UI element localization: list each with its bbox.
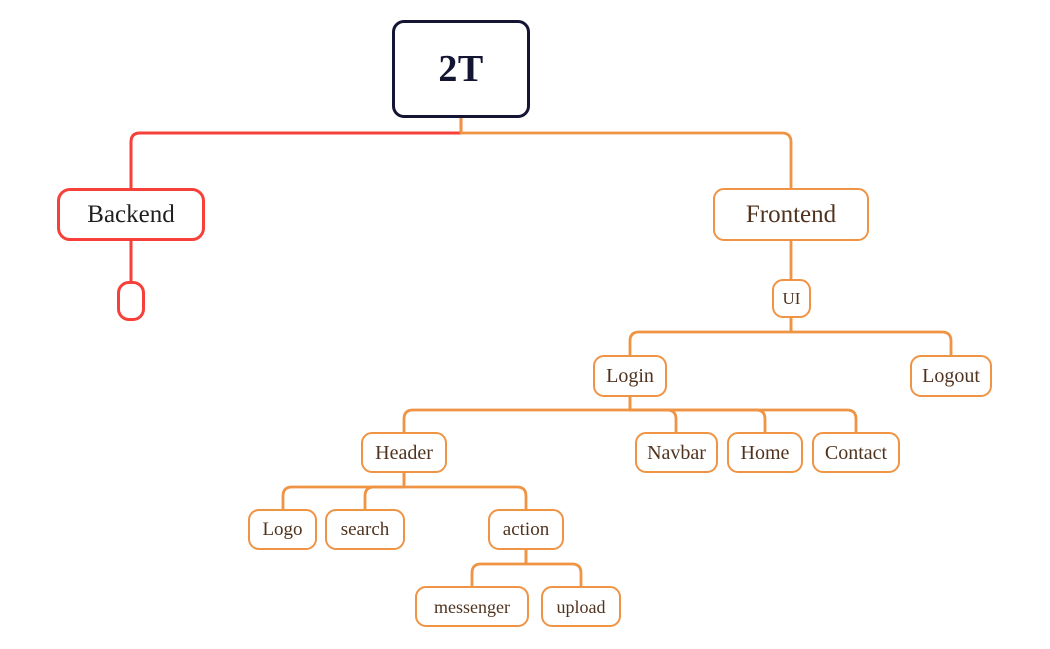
node-ui[interactable]: UI	[772, 279, 811, 318]
node-contact-label: Contact	[824, 441, 888, 464]
node-upload-label: upload	[556, 596, 606, 617]
node-header[interactable]: Header	[361, 432, 447, 473]
node-root-label: 2T	[438, 48, 484, 90]
node-messenger-label: messenger	[434, 596, 510, 617]
node-logout-label: Logout	[922, 365, 980, 387]
node-backend-child-blank[interactable]	[117, 281, 145, 321]
edge-ui-logout	[789, 316, 953, 357]
node-action[interactable]: action	[488, 509, 564, 550]
edge-header-action	[402, 485, 528, 511]
node-login-label: Login	[606, 365, 654, 387]
edge-root-backend	[129, 116, 463, 190]
edge-login-contact	[628, 408, 858, 434]
edge-action-messenger	[470, 548, 528, 588]
node-navbar-label: Navbar	[647, 441, 706, 464]
edge-login-navbar	[628, 395, 678, 434]
node-backend[interactable]: Backend	[57, 188, 205, 241]
node-backend-label: Backend	[87, 201, 175, 228]
node-navbar[interactable]: Navbar	[635, 432, 718, 473]
node-search-label: search	[340, 519, 390, 540]
edge-login-header	[402, 395, 632, 434]
node-logout[interactable]: Logout	[910, 355, 992, 397]
node-frontend[interactable]: Frontend	[713, 188, 869, 241]
node-logo-label: Logo	[262, 519, 303, 540]
edge-header-search	[363, 471, 406, 511]
node-logo[interactable]: Logo	[248, 509, 317, 550]
node-home-label: Home	[740, 441, 790, 464]
node-header-label: Header	[375, 441, 433, 464]
edge-action-upload	[524, 548, 583, 588]
edge-header-logo	[281, 471, 406, 511]
node-ui-label: UI	[782, 289, 801, 308]
node-home[interactable]: Home	[727, 432, 803, 473]
edge-login-home	[628, 408, 767, 434]
node-root-2t[interactable]: 2T	[392, 20, 530, 118]
node-frontend-label: Frontend	[745, 201, 837, 228]
node-upload[interactable]: upload	[541, 586, 621, 627]
node-search[interactable]: search	[325, 509, 405, 550]
node-contact[interactable]: Contact	[812, 432, 900, 473]
node-messenger[interactable]: messenger	[415, 586, 529, 627]
edge-root-frontend	[459, 116, 793, 190]
edge-ui-login	[628, 316, 793, 357]
node-login[interactable]: Login	[593, 355, 667, 397]
node-action-label: action	[502, 519, 550, 540]
